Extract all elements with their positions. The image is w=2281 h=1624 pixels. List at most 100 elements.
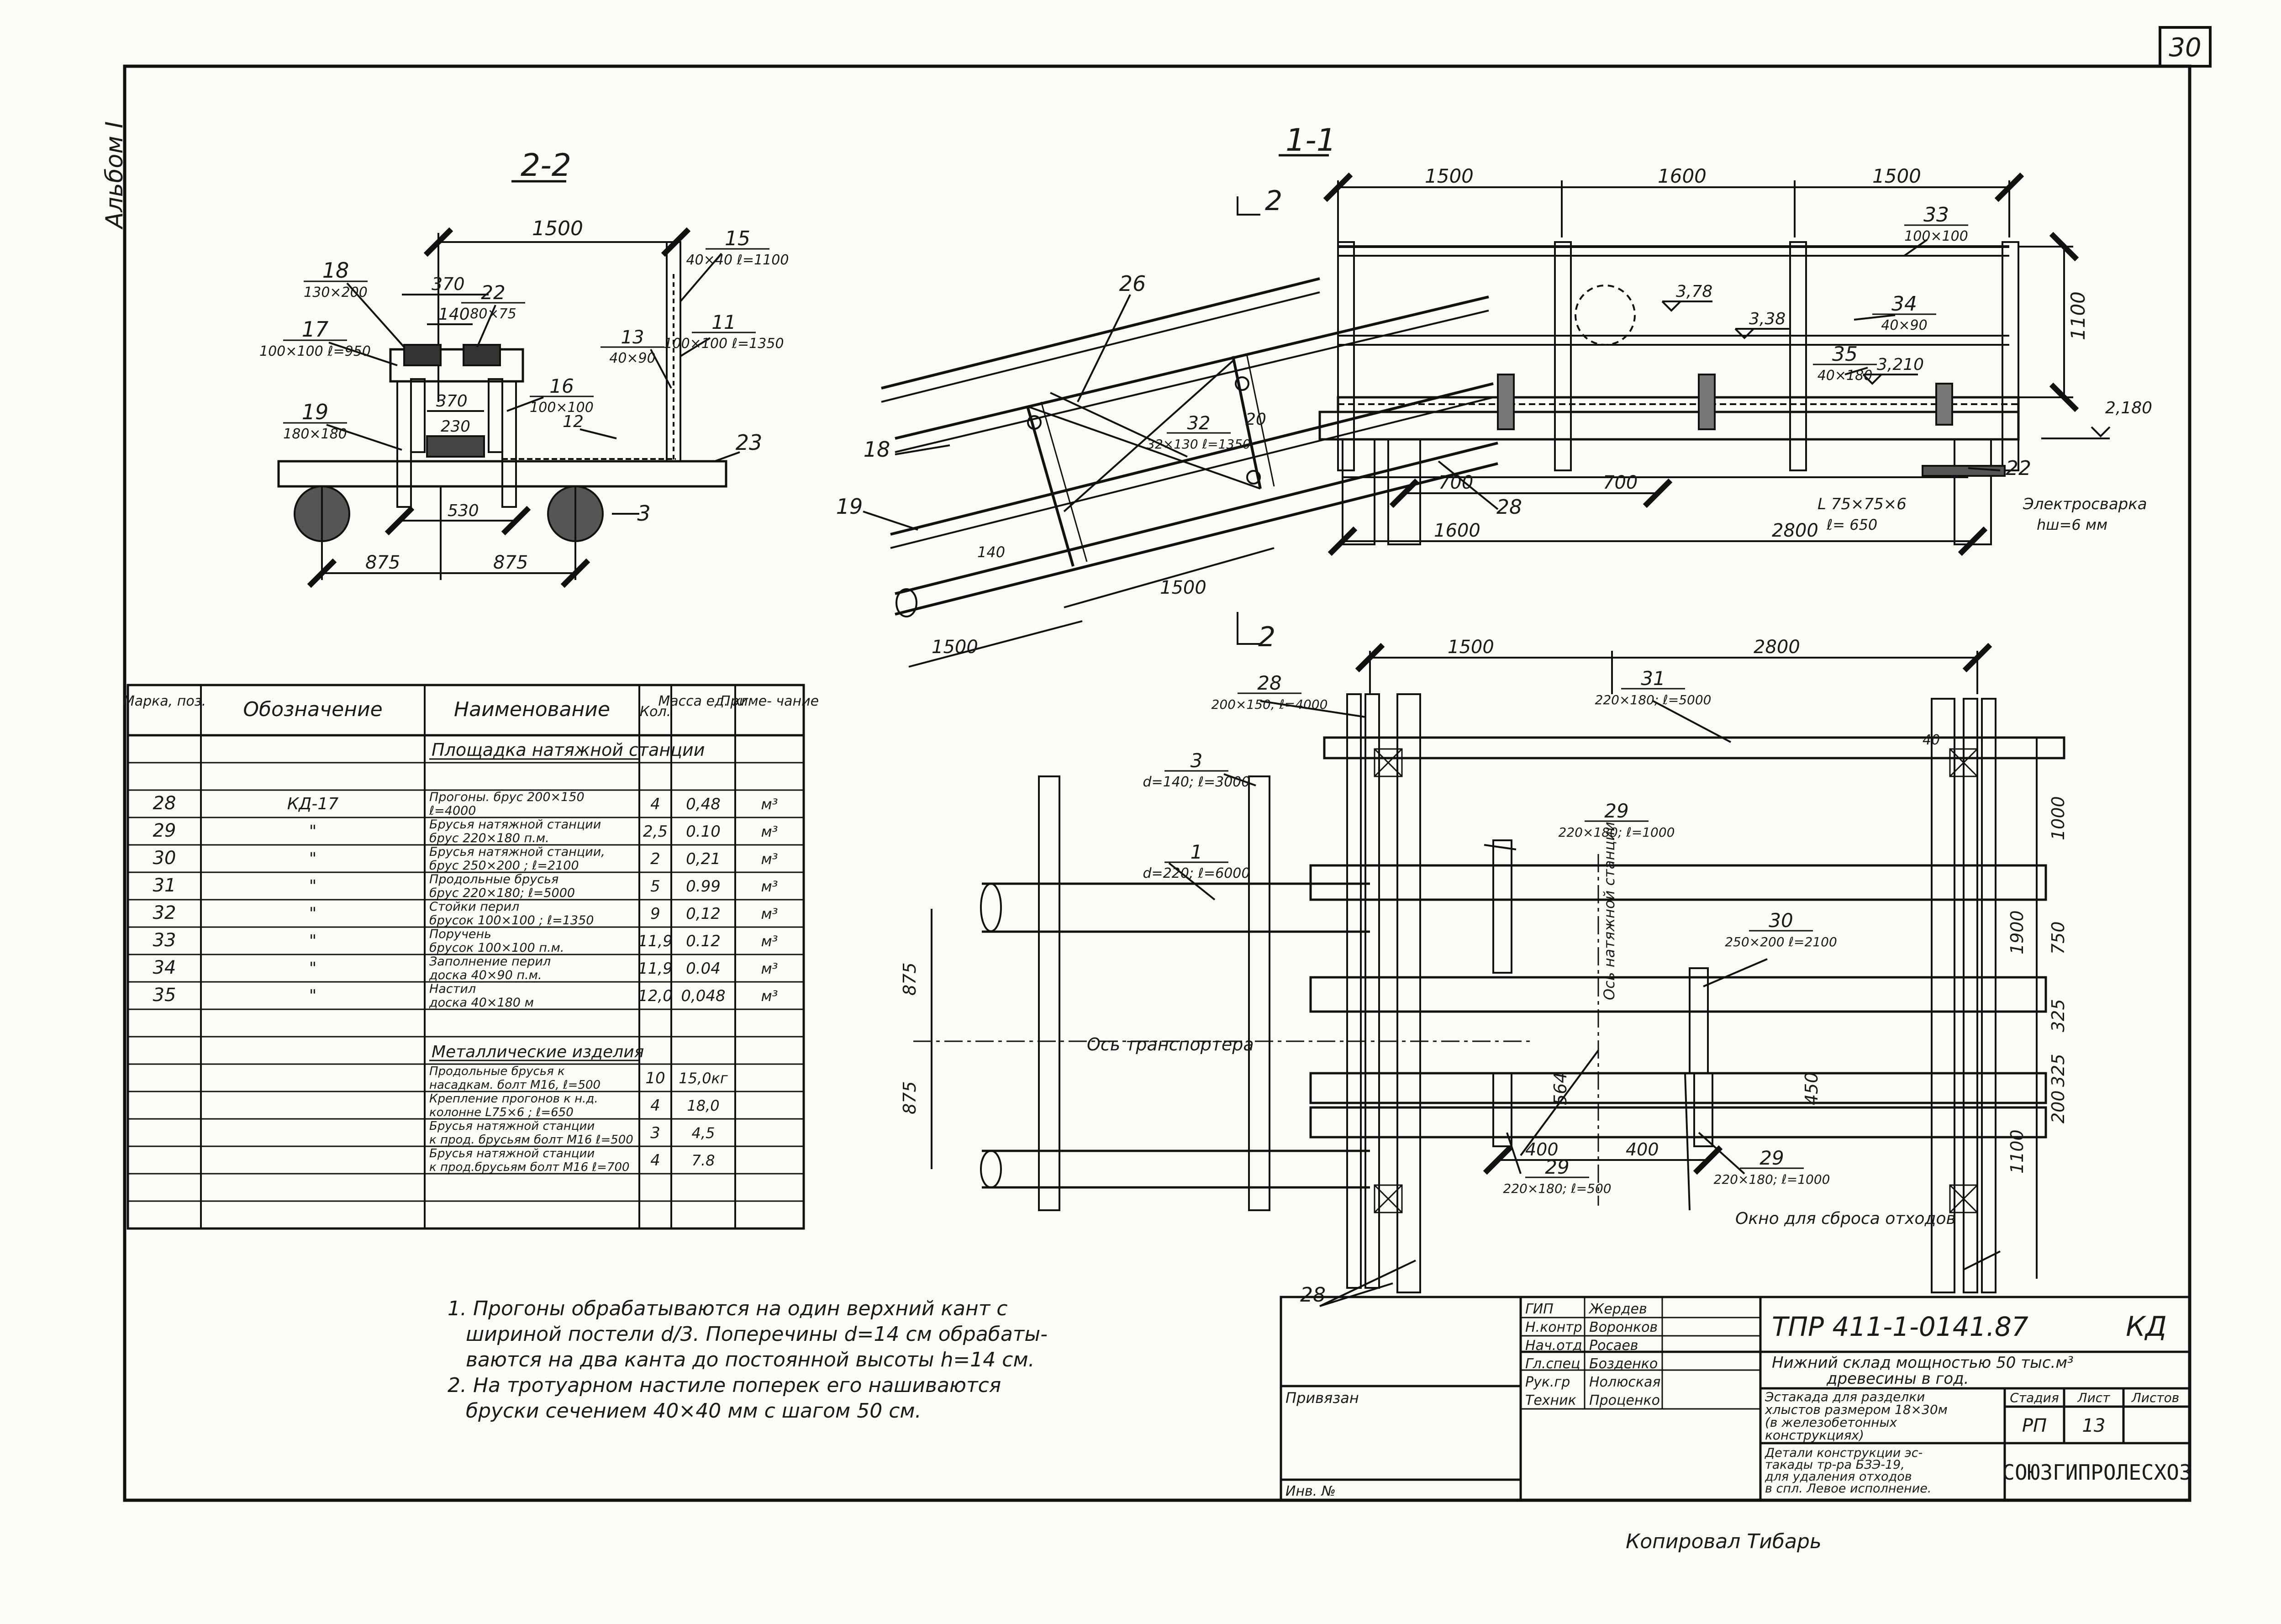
row-name-2: брус 250×200 ; ℓ=2100 <box>429 859 579 873</box>
plan-dim-2800: 2800 <box>1754 637 1800 658</box>
tb-name: Проценко <box>1589 1392 1660 1408</box>
callout-number: 18 <box>864 437 890 462</box>
row-code: " <box>309 849 317 868</box>
row-mass: 0.04 <box>686 960 721 978</box>
dim-1500-a: 1500 <box>1425 165 1474 187</box>
tb-role: Нач.отд <box>1525 1338 1582 1354</box>
copied-by: Копировал Тибарь <box>1626 1530 1822 1553</box>
callout-spec: 250×200 ℓ=2100 <box>1725 934 1837 949</box>
section-mark-top: 2 <box>1265 185 1282 217</box>
plan-gap-40: 40 <box>1923 732 1940 748</box>
callout-spec: 100×100 <box>530 400 594 416</box>
table-header: Наименование <box>454 698 610 721</box>
row-mark: 35 <box>153 985 176 1006</box>
plan-dim-450: 450 <box>1802 1072 1822 1105</box>
sheet-number-box <box>2159 26 2212 68</box>
tb-object-2: древесины в год. <box>1826 1370 1969 1388</box>
callout-number: 20 <box>1245 410 1266 429</box>
row-mark: 29 <box>153 820 176 841</box>
row-name: Брусья натяжной станции <box>429 817 601 832</box>
row-qty: 11,9 <box>638 932 673 950</box>
tb-stage-head: Стадия <box>2010 1390 2059 1405</box>
tb-inv: Инв. № <box>1285 1483 1336 1499</box>
tb-sheet: 13 <box>2082 1415 2106 1436</box>
metal-name-2: колонне L75×6 ; ℓ=650 <box>429 1106 574 1119</box>
tb-name: Нолюская <box>1589 1374 1660 1390</box>
axis-transporter-label: Ось транспортера <box>1087 1034 1254 1055</box>
dim-1600: 1600 <box>1658 165 1707 187</box>
row-name: Настил <box>429 982 476 996</box>
callout-number: 23 <box>736 430 763 455</box>
row-mass: 0,048 <box>681 987 725 1005</box>
note-line: ваются на два канта до постоянной высоты… <box>466 1348 1035 1371</box>
plan-dim-1500: 1500 <box>1448 637 1494 658</box>
plan-dim-875-b: 875 <box>900 1081 920 1114</box>
row-code: " <box>309 959 317 978</box>
row-unit: м³ <box>761 850 778 868</box>
tb-name: Росаев <box>1589 1338 1638 1354</box>
row-mark: 33 <box>153 930 176 951</box>
dim-1500: 1500 <box>532 217 583 240</box>
callout-spec: d=220; ℓ=6000 <box>1143 865 1250 881</box>
callout-number: 34 <box>1891 292 1917 316</box>
dim-700-b: 700 <box>1603 472 1638 493</box>
tb-role: Техник <box>1525 1392 1576 1408</box>
dim-530: 530 <box>448 501 479 520</box>
dim-1600-b: 1600 <box>1434 520 1480 541</box>
dim-1100: 1100 <box>2067 291 2089 340</box>
callout-number: 33 <box>1923 203 1949 227</box>
plan-view: 1500 2800 1000 1900 750 325 325 200 1100… <box>900 637 2068 1307</box>
row-code: " <box>309 877 317 896</box>
weld-label: Электросварка <box>2023 495 2147 513</box>
row-qty: 4 <box>650 795 660 813</box>
callout-number: 26 <box>1119 271 1146 296</box>
dim-slope-1500-b: 1500 <box>932 637 978 658</box>
callout-number: 19 <box>836 494 863 519</box>
angle-length: ℓ= 650 <box>1826 516 1877 533</box>
level-3-78: 3,78 <box>1676 282 1712 301</box>
metal-name: Брусья натяжной станции <box>429 1147 595 1160</box>
dim-2800: 2800 <box>1772 520 1818 541</box>
callout-spec: 100×100 ℓ=1350 <box>664 336 784 352</box>
tb-role: ГИП <box>1525 1301 1554 1317</box>
row-code: " <box>309 904 317 923</box>
row-qty: 5 <box>650 877 660 896</box>
callout-number: 16 <box>549 375 574 397</box>
metal-mass: 18,0 <box>687 1097 719 1114</box>
tb-name: Жердев <box>1588 1301 1647 1317</box>
tb-object: Нижний склад мощностью 50 тыс.м³ <box>1772 1354 2074 1372</box>
callout-number: 35 <box>1832 343 1858 366</box>
callout-spec: 40×90 <box>609 350 655 366</box>
row-qty: 2 <box>650 850 660 868</box>
row-mass: 0.99 <box>686 877 721 896</box>
note-line: бруски сечением 40×40 мм с шагом 50 см. <box>466 1399 922 1423</box>
plan-dim-875-a: 875 <box>900 962 920 996</box>
metal-qty: 10 <box>645 1069 665 1087</box>
callout-number: 28 <box>1496 496 1522 519</box>
row-mark: 32 <box>153 902 176 923</box>
row-mark: 34 <box>153 957 176 978</box>
plan-dim-750: 750 <box>2048 921 2068 954</box>
callout-number: 29 <box>1604 800 1628 822</box>
row-name: Прогоны. брус 200×150 <box>429 790 585 804</box>
tb-name: Бозденко <box>1589 1356 1658 1372</box>
metal-qty: 3 <box>650 1124 660 1142</box>
tb-details: Детали конструкции эс- <box>1765 1446 1923 1460</box>
row-name-2: доска 40×180 м <box>429 996 534 1010</box>
metal-mass: 4,5 <box>692 1124 715 1142</box>
tb-mark: КД <box>2126 1311 2166 1343</box>
level-3-210: 3,210 <box>1877 355 1924 374</box>
row-name: Продольные брусья <box>429 872 558 886</box>
angle-label: L 75×75×6 <box>1817 495 1907 513</box>
dim-370-mid: 370 <box>436 392 468 411</box>
level-3-38: 3,38 <box>1749 310 1786 328</box>
row-name-2: брусок 100×100 п.м. <box>429 941 564 955</box>
callout-number: 12 <box>563 412 584 431</box>
callout-spec: 130×200 <box>304 285 368 301</box>
metal-name: Брусья натяжной станции <box>429 1119 595 1133</box>
metal-name-2: насадкам. болт М16, ℓ=500 <box>429 1078 601 1092</box>
title-block <box>1280 1296 2191 1502</box>
